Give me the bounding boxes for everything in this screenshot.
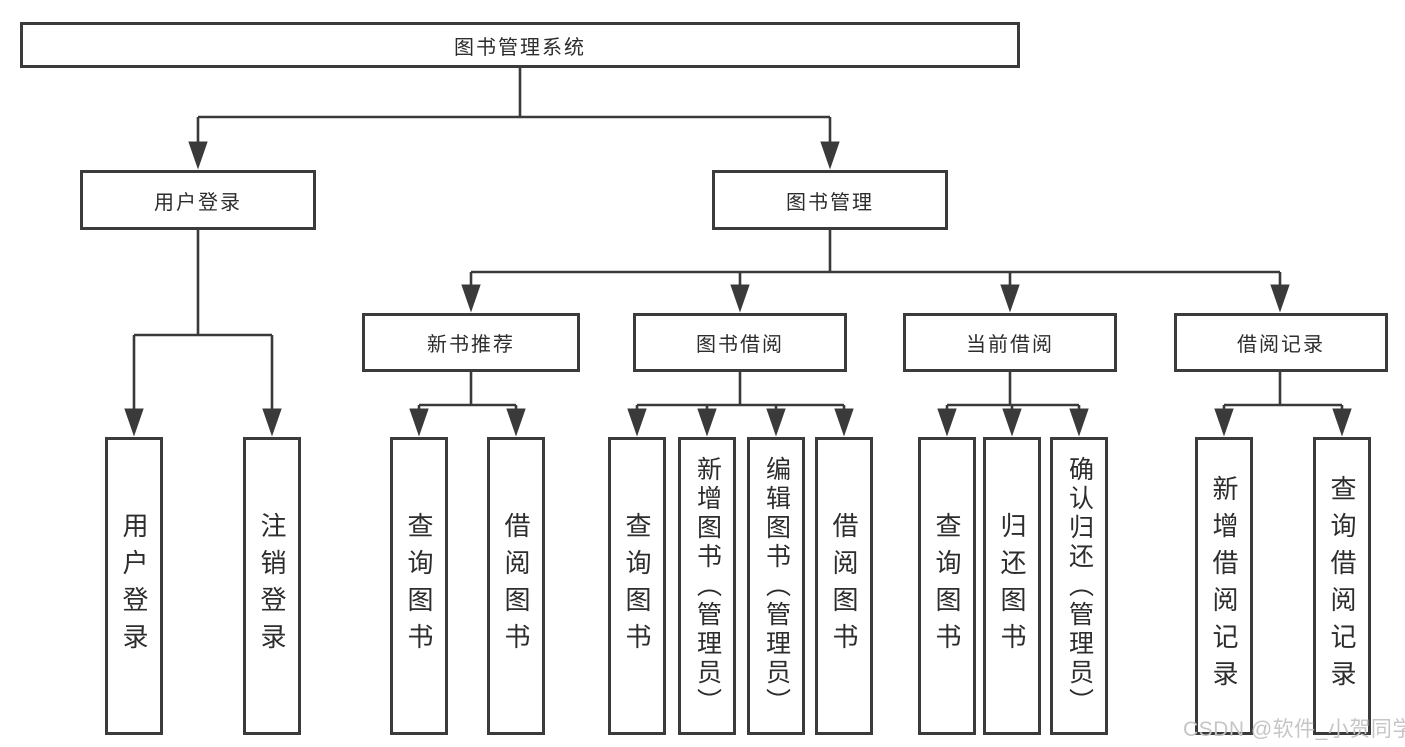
node-leaf-add-borrow-record: 新增借阅记录: [1195, 437, 1253, 735]
node-book-management: 图书管理: [712, 170, 948, 230]
node-leaf-add-book-admin: 新增图书（管理员）: [678, 437, 736, 735]
node-leaf-query-books-borrow: 查询图书: [608, 437, 666, 735]
node-leaf-query-books-current: 查询图书: [918, 437, 976, 735]
node-leaf-borrow-books: 借阅图书: [815, 437, 873, 735]
node-borrow-records: 借阅记录: [1174, 313, 1388, 372]
node-book-borrow: 图书借阅: [633, 313, 847, 372]
node-leaf-confirm-return-admin: 确认归还（管理员）: [1050, 437, 1108, 735]
node-leaf-query-books-recommend: 查询图书: [390, 437, 448, 735]
node-leaf-user-login: 用户登录: [105, 437, 163, 735]
node-new-book-recommend: 新书推荐: [362, 313, 580, 372]
node-current-borrow: 当前借阅: [903, 313, 1117, 372]
node-leaf-logout: 注销登录: [243, 437, 301, 735]
node-leaf-edit-book-admin: 编辑图书（管理员）: [747, 437, 805, 735]
node-leaf-return-book: 归还图书: [983, 437, 1041, 735]
node-user-login: 用户登录: [80, 170, 316, 230]
watermark: CSDN @软件_小贺同学: [1183, 718, 1405, 741]
node-leaf-query-borrow-record: 查询借阅记录: [1313, 437, 1371, 735]
node-root: 图书管理系统: [20, 22, 1020, 68]
node-leaf-borrow-books-recommend: 借阅图书: [487, 437, 545, 735]
